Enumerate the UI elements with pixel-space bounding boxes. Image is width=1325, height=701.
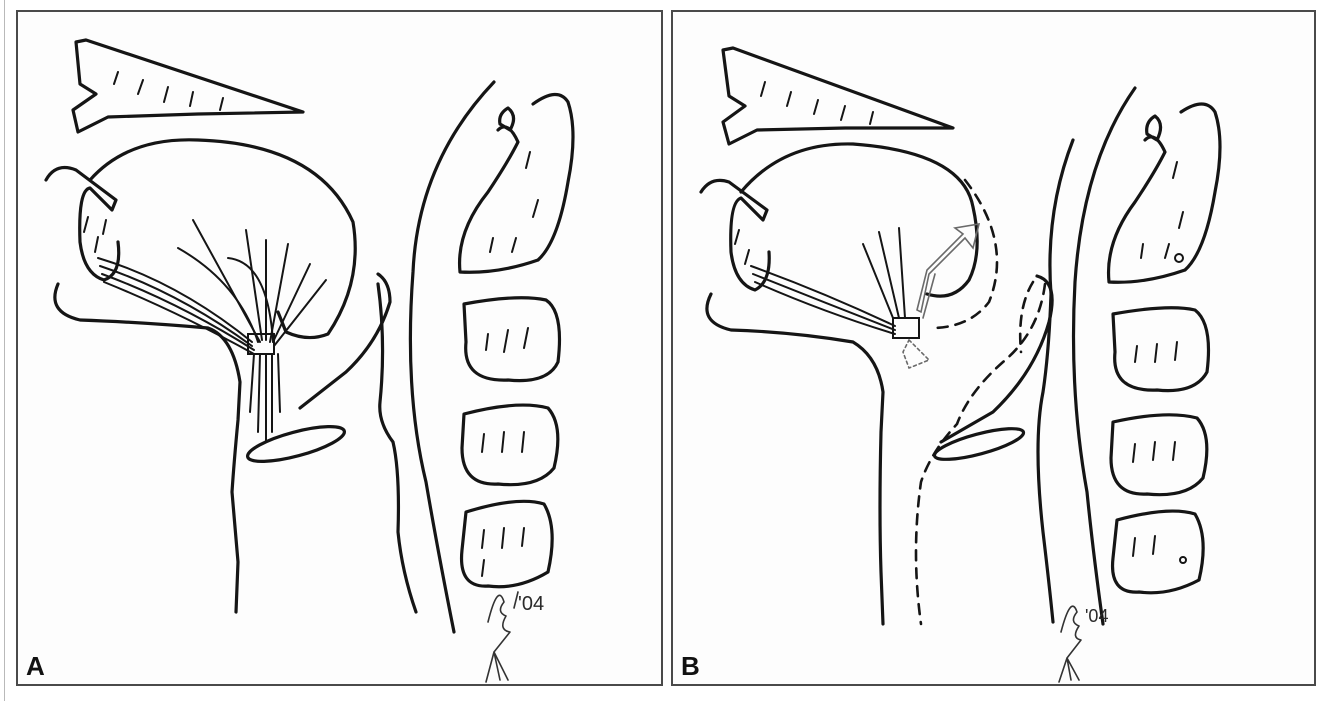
palate-drawing — [73, 40, 303, 132]
panel-a: '04 A — [16, 10, 663, 686]
signature-year: '04 — [518, 593, 544, 615]
panel-b-drawing: '04 — [673, 12, 1314, 684]
vertebrae-drawing — [460, 94, 573, 586]
signature-drawing — [486, 592, 518, 682]
epiglottis-drawing — [300, 274, 390, 408]
left-border-line — [4, 0, 5, 701]
muscle-fibers-drawing — [98, 220, 326, 442]
signature-year: '04 — [1085, 606, 1108, 626]
lip-drawing — [46, 168, 119, 280]
panel-label-a: A — [26, 653, 45, 679]
panel-a-drawing: '04 — [18, 12, 661, 684]
panel-b: '04 B — [671, 10, 1316, 686]
tongue-drawing — [90, 140, 355, 338]
panel-label-b: B — [681, 653, 700, 679]
advancement-arrow-drawing — [917, 224, 979, 318]
airway-dashed-line — [931, 180, 997, 328]
